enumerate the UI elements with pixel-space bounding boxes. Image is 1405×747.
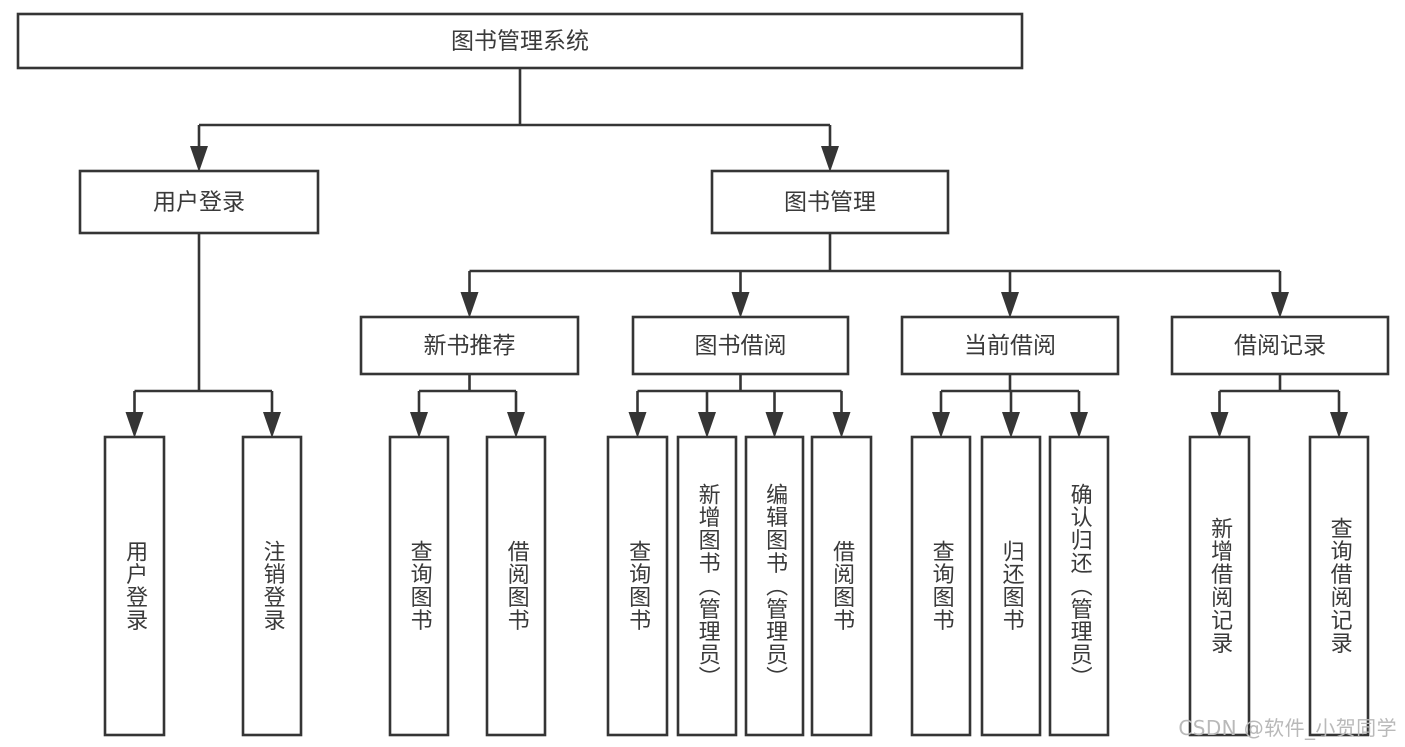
arrow-head-book-manage-0 [460, 292, 479, 318]
node-box-current-borrow[interactable] [900, 315, 1120, 376]
node-box-leaf-cb-query[interactable] [910, 435, 972, 737]
node-label-user-login: 用户登录 [153, 190, 245, 216]
node-box-book-manage[interactable] [710, 169, 950, 235]
node-box-leaf-bb-query[interactable] [606, 435, 669, 737]
arrow-head-book-borrow-0 [628, 412, 647, 438]
node-box-leaf-bb-edit[interactable] [744, 435, 805, 737]
node-label-book-borrow: 图书借阅 [695, 333, 787, 359]
node-box-new-book-rec[interactable] [359, 315, 580, 376]
node-box-root[interactable] [16, 12, 1024, 70]
node-box-leaf-br-query[interactable] [1308, 435, 1370, 737]
arrow-head-borrow-record-1 [1330, 412, 1348, 438]
node-box-leaf-rec-borrow[interactable] [485, 435, 547, 737]
boxes-layer [16, 12, 1390, 737]
arrow-head-book-manage-3 [1271, 292, 1289, 318]
node-box-leaf-cb-confirm[interactable] [1048, 435, 1110, 737]
arrow-head-root-1 [821, 146, 839, 172]
arrow-head-new-book-rec-0 [410, 412, 428, 438]
arrow-head-current-borrow-2 [1070, 412, 1088, 438]
arrow-head-user-login-1 [263, 412, 281, 438]
node-box-user-login[interactable] [78, 169, 320, 235]
node-label-current-borrow: 当前借阅 [964, 333, 1056, 359]
node-box-borrow-record[interactable] [1170, 315, 1390, 376]
arrow-head-borrow-record-0 [1210, 412, 1229, 438]
arrow-head-book-manage-1 [731, 292, 750, 318]
node-box-leaf-br-add[interactable] [1188, 435, 1251, 737]
node-label-book-manage: 图书管理 [784, 190, 876, 216]
arrow-head-book-manage-2 [1001, 292, 1019, 318]
node-box-book-borrow[interactable] [631, 315, 850, 376]
arrow-head-current-borrow-0 [932, 412, 950, 438]
node-box-leaf-bb-borrow[interactable] [810, 435, 873, 737]
node-box-leaf-user-login[interactable] [103, 435, 166, 737]
arrow-head-new-book-rec-1 [507, 412, 525, 438]
connectors-layer [125, 68, 1348, 438]
node-box-leaf-logout[interactable] [241, 435, 303, 737]
arrow-head-user-login-0 [125, 412, 144, 438]
node-box-leaf-bb-add[interactable] [676, 435, 738, 737]
watermark-text: CSDN @软件_小贺同学 [1178, 716, 1397, 740]
arrow-head-book-borrow-1 [698, 412, 716, 438]
arrow-head-root-0 [190, 146, 208, 172]
node-label-root: 图书管理系统 [451, 29, 589, 55]
arrow-head-current-borrow-1 [1002, 412, 1020, 438]
arrow-head-book-borrow-3 [832, 412, 851, 438]
node-box-leaf-rec-query[interactable] [388, 435, 450, 737]
node-label-new-book-rec: 新书推荐 [424, 333, 516, 359]
node-box-leaf-cb-return[interactable] [980, 435, 1042, 737]
arrow-head-book-borrow-2 [765, 412, 784, 438]
node-label-borrow-record: 借阅记录 [1234, 333, 1326, 359]
